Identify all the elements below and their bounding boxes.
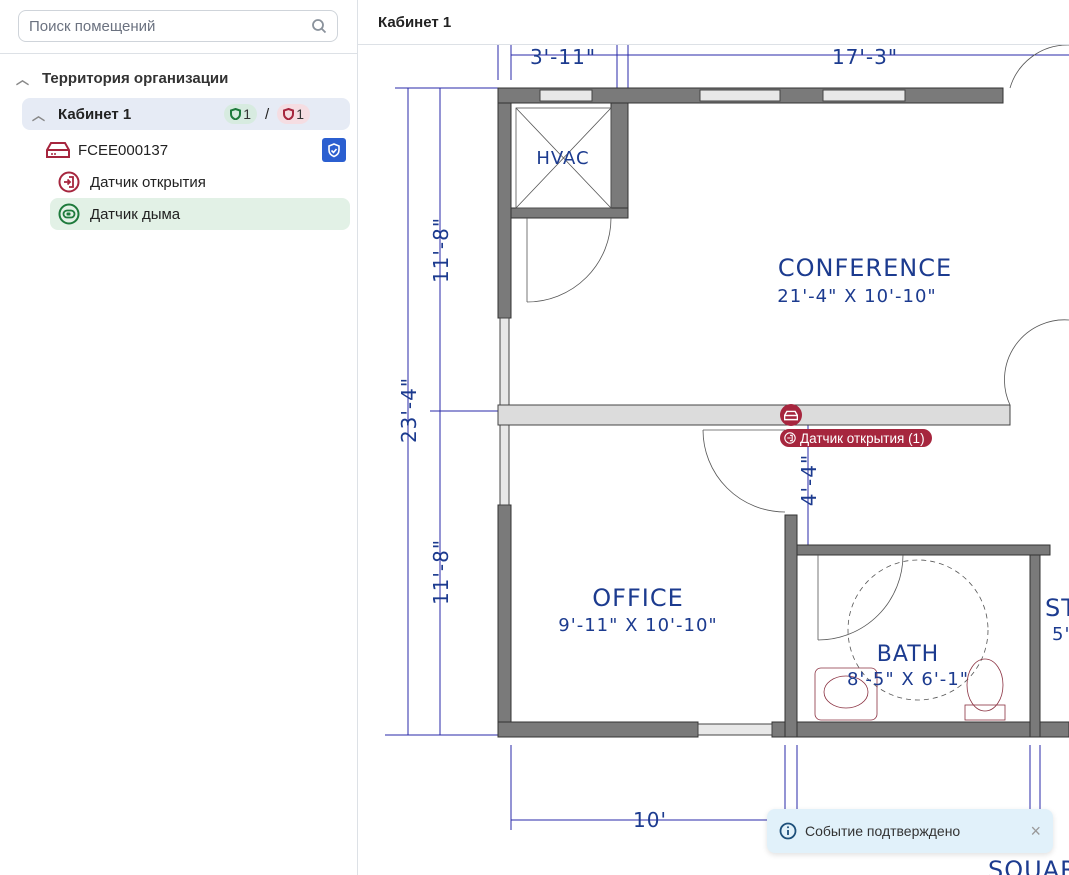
shield-icon	[230, 108, 242, 120]
dimension-lines	[385, 45, 1069, 830]
armed-badge: 1	[224, 104, 258, 124]
doors	[515, 45, 1069, 701]
tree-sensor-opening[interactable]: Датчик открытия	[50, 166, 350, 198]
sensor-marker-label[interactable]: Датчик открытия (1)	[780, 429, 932, 447]
shield-check-icon	[328, 142, 340, 157]
toast-notification: Событие подтверждено ×	[767, 809, 1053, 853]
search-icon[interactable]	[311, 18, 327, 34]
dimension-label: 11'-8"	[429, 539, 453, 605]
room-name: HVAC	[536, 148, 589, 169]
device-label: FCEE000137	[78, 141, 169, 159]
room-name: OFFICE	[592, 584, 684, 612]
room-label: Кабинет 1	[58, 105, 132, 123]
chevron-up-icon[interactable]: ︿	[16, 71, 30, 87]
bath-fixtures	[814, 658, 1006, 721]
dimension-label: 10'	[633, 808, 667, 832]
room-size: 9'-11" X 10'-10"	[558, 615, 717, 636]
alarm-badge: 1	[277, 104, 310, 124]
page-title: Кабинет 1	[358, 0, 1069, 45]
room-name: BATH	[877, 642, 939, 667]
door-sensor-icon	[784, 432, 796, 444]
device-marker[interactable]	[780, 404, 802, 426]
floor-plan[interactable]: 3'-11" 17'-3" 23'-4" 11'-8" 11'-8" 4'-4"…	[358, 45, 1069, 875]
dimension-label: 17'-3"	[832, 45, 898, 69]
search-input[interactable]	[29, 17, 311, 35]
security-shield-button[interactable]	[322, 138, 346, 162]
room-name: SQUAR	[988, 856, 1069, 875]
tree-root[interactable]: ︿ Территория организации	[16, 66, 228, 90]
badge-separator: /	[265, 105, 270, 123]
room-size: 5'	[1052, 624, 1069, 645]
chevron-up-icon[interactable]: ︿	[32, 107, 46, 123]
room-size: 21'-4" X 10'-10"	[777, 286, 936, 307]
info-icon	[779, 822, 797, 840]
dimension-label: 23'-4"	[397, 377, 421, 443]
shield-icon	[283, 108, 295, 120]
sidebar: ︿ Территория организации ︿ Кабинет 1 1 /…	[0, 0, 358, 875]
room-size: 8'-5" X 6'-1"	[847, 669, 969, 690]
search-box[interactable]	[18, 10, 338, 42]
tree-sensor-smoke[interactable]: Датчик дыма	[50, 198, 350, 230]
dimension-label: 4'-4"	[797, 454, 821, 506]
room-name: ST	[1045, 594, 1069, 622]
toast-message: Событие подтверждено	[805, 823, 961, 839]
windows	[497, 89, 1011, 736]
smoke-sensor-icon	[58, 203, 80, 225]
divider	[0, 53, 358, 54]
door-sensor-icon	[58, 171, 80, 193]
close-icon[interactable]: ×	[1030, 820, 1041, 841]
sensor-label: Датчик открытия	[90, 173, 206, 191]
room-name: CONFERENCE	[778, 254, 952, 282]
dimension-label: 3'-11"	[530, 45, 596, 69]
hub-device-icon	[784, 410, 798, 420]
tree-device[interactable]: FCEE000137	[46, 138, 346, 162]
hub-device-icon	[46, 142, 70, 158]
sensor-label: Датчик дыма	[90, 205, 181, 223]
tree-room-kabinet[interactable]: ︿ Кабинет 1 1 / 1	[22, 98, 350, 130]
tree-root-label: Территория организации	[42, 69, 229, 87]
dimension-label: 11'-8"	[429, 217, 453, 283]
